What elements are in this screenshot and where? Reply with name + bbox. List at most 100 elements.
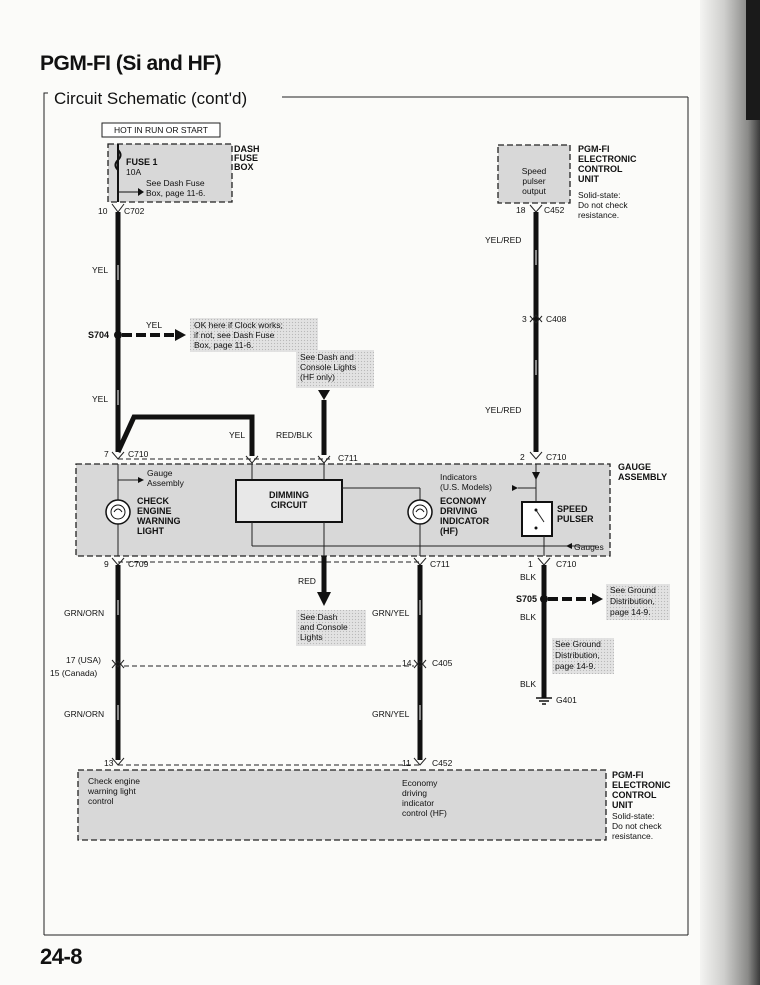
economy-1: ECONOMY	[440, 496, 487, 506]
pin-15-canada: 15 (Canada)	[50, 668, 97, 678]
page-title: PGM-FI (Si and HF)	[40, 52, 222, 75]
gauges-label: Gauges	[574, 542, 604, 552]
wire-label-yel-1: YEL	[92, 265, 108, 275]
ecu-bottom-note-1: Solid-state:	[612, 811, 655, 821]
connector-c702: C702	[124, 206, 145, 216]
s705-note-1: See Ground	[610, 585, 656, 595]
wire-label-yel-2: YEL	[146, 320, 162, 330]
speed-pulser-output-1: Speed	[522, 166, 547, 176]
ecu-top-note-3: resistance.	[578, 210, 619, 220]
ecu-top-3: CONTROL	[578, 164, 623, 174]
gauge-small-arrow-icon	[138, 477, 144, 483]
connector-c452-right-icon	[413, 757, 427, 766]
dash-fuse-box-label-2: FUSE	[234, 153, 258, 163]
connector-c711-redblk-icon	[317, 455, 331, 464]
s704-note-2: if not, see Dash Fuse	[194, 330, 275, 340]
pin-14: 14	[402, 658, 412, 668]
check-engine-control-3: control	[88, 796, 114, 806]
connector-c452-top-icon	[529, 204, 543, 213]
connector-c702-icon	[111, 203, 125, 213]
pin-17-usa: 17 (USA)	[66, 655, 101, 665]
connector-c710-right: C710	[546, 452, 567, 462]
dimming-circuit-2: CIRCUIT	[271, 500, 308, 510]
ecu-top-note-2: Do not check	[578, 200, 628, 210]
economy-control-2: driving	[402, 788, 427, 798]
speed-pulser-output-3: output	[522, 186, 546, 196]
binding-shadow	[746, 0, 760, 120]
economy-bulb-icon	[407, 499, 433, 525]
splice-s705-label: S705	[516, 594, 537, 604]
indicators-arrow-icon	[512, 485, 518, 491]
dimming-circuit-1: DIMMING	[269, 490, 309, 500]
page-subtitle: Circuit Schematic (cont'd)	[54, 89, 248, 108]
dash-fuse-box: DASH FUSE BOX FUSE 1 10A See Dash Fuse B…	[107, 143, 260, 203]
ecu-bottom-box: Check engine warning light control Econo…	[77, 769, 671, 841]
dash-fuse-box-label-3: BOX	[234, 162, 254, 172]
dimming-circuit-box	[235, 479, 343, 523]
red-arrow-icon	[317, 592, 331, 606]
connector-c452: C452	[432, 758, 453, 768]
wire-ticks	[117, 250, 537, 720]
pin-3: 3	[522, 314, 527, 324]
speed-pulser-switch-icon	[521, 501, 553, 537]
wire-label-red-blk: RED/BLK	[276, 430, 313, 440]
connector-c405: C405	[432, 658, 453, 668]
wire-label-grn-orn-1: GRN/ORN	[64, 608, 104, 618]
ecu-bottom-2: ELECTRONIC	[612, 780, 671, 790]
splice-s705: S705 See Ground Distribution, page 14-9.	[516, 584, 670, 620]
hot-in-run-label: HOT IN RUN OR START	[101, 122, 221, 138]
ground-g401: G401	[556, 695, 577, 705]
connector-c452-top: C452	[544, 205, 565, 215]
speed-pulser-1: SPEED	[557, 504, 588, 514]
ground-note-3: page 14-9.	[555, 661, 596, 671]
gauges-arrow-icon	[566, 543, 572, 549]
ecu-speed-pulser-box: Speed pulser output PGM-FI ELECTRONIC CO…	[497, 144, 637, 220]
page-edge-shadow	[700, 0, 760, 985]
s705-note-3: page 14-9.	[610, 607, 651, 617]
s704-note-1: OK here if Clock works;	[194, 320, 283, 330]
dash-lights-hf-2: Console Lights	[300, 362, 356, 372]
fuse-ref-2: Box, page 11-6.	[146, 188, 205, 198]
wire-label-blk-2: BLK	[520, 612, 536, 622]
dash-console-lights-note: See Dash and Console Lights	[296, 610, 366, 646]
dash-lights-hf-3: (HF only)	[300, 372, 335, 382]
dash-console-1: See Dash	[300, 612, 338, 622]
fuse-ref-arrow-icon	[138, 188, 144, 196]
ecu-top-4: UNIT	[578, 174, 599, 184]
ecu-top-2: ELECTRONIC	[578, 154, 637, 164]
wire-label-grn-yel-1: GRN/YEL	[372, 608, 410, 618]
ecu-bottom-note-2: Do not check	[612, 821, 662, 831]
ecu-bottom-3: CONTROL	[612, 790, 657, 800]
wire-label-grn-orn-2: GRN/ORN	[64, 709, 104, 719]
ground-icon	[536, 697, 552, 705]
pin-7: 7	[104, 449, 109, 459]
connector-c711-yel-icon	[245, 455, 259, 464]
indicators-1: Indicators	[440, 472, 477, 482]
dash-lights-hf-note: See Dash and Console Lights (HF only)	[296, 350, 374, 400]
dash-lights-hf-1: See Dash and	[300, 352, 354, 362]
dash-fuse-box-label-1: DASH	[234, 144, 260, 154]
wire-label-red: RED	[298, 576, 316, 586]
connector-c405-left-icon	[111, 659, 125, 669]
wire-label-blk-1: BLK	[520, 572, 536, 582]
connector-c709: C709	[128, 559, 149, 569]
gauge-assembly-small-1: Gauge	[147, 468, 173, 478]
ecu-top-1: PGM-FI	[578, 144, 610, 154]
schematic-frame	[43, 92, 689, 936]
check-engine-control-2: warning light	[87, 786, 136, 796]
connector-c710-bottom-icon	[537, 557, 551, 566]
ground-note: See Ground Distribution, page 14-9.	[552, 638, 614, 674]
check-engine-bulb-icon	[105, 499, 131, 525]
ground-note-1: See Ground	[555, 639, 601, 649]
dash-lights-arrow-icon	[318, 390, 330, 400]
fuse-name: FUSE 1	[126, 157, 158, 167]
pin-10: 10	[98, 206, 108, 216]
economy-3: INDICATOR	[440, 516, 490, 526]
s705-note-2: Distribution,	[610, 596, 655, 606]
check-engine-1: CHECK	[137, 496, 170, 506]
fuse-ref-1: See Dash Fuse	[146, 178, 205, 188]
splice-s704-label: S704	[88, 330, 109, 340]
ecu-bottom-1: PGM-FI	[612, 770, 644, 780]
splice-s704: S704 YEL OK here if Clock works; if not,…	[88, 318, 318, 352]
